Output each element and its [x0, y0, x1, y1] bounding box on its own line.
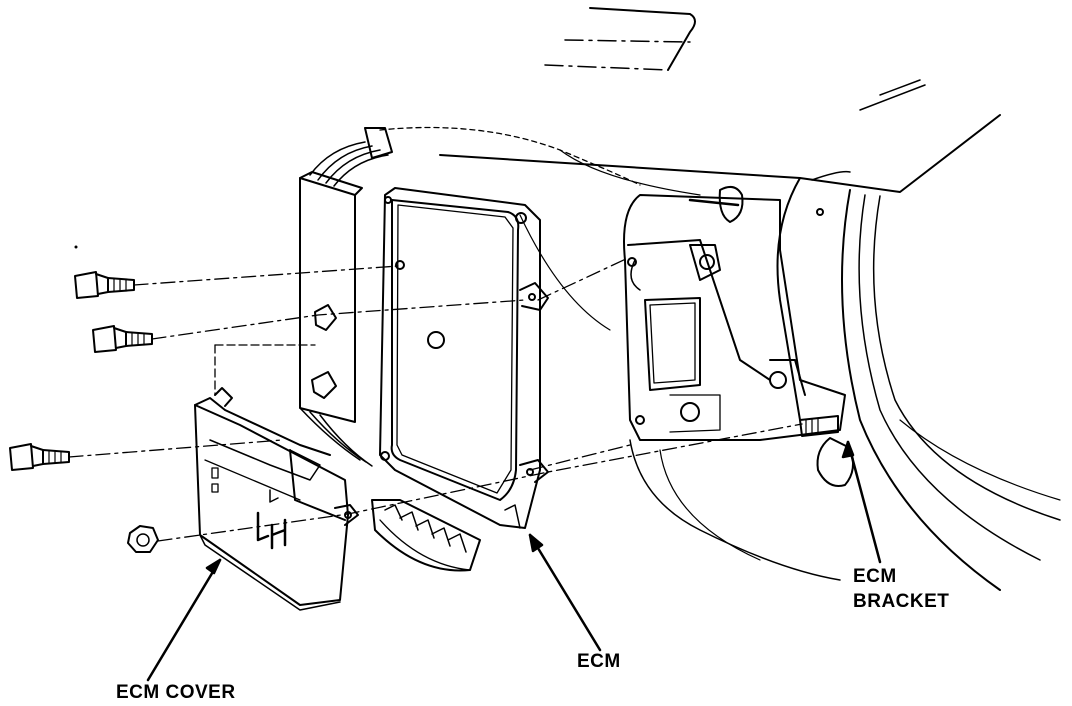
ecm-cover-drawing [195, 388, 358, 610]
ecm-cover-label: ECM COVER [116, 682, 236, 703]
harness-connector-drawing [300, 128, 480, 571]
arrow-ecm [530, 535, 600, 650]
bolt-lower [10, 444, 69, 470]
ecm-label: ECM [577, 651, 621, 672]
dashboard-outline [380, 8, 1060, 590]
arrow-ecm-bracket [843, 442, 880, 562]
nut [128, 526, 158, 552]
ecm-bracket-label-line2: BRACKET [853, 591, 950, 612]
alignment-lines [69, 258, 802, 541]
ecm-bracket-label-line1: ECM [853, 566, 897, 587]
bolt-top [75, 272, 134, 298]
alignment-bracket-lines [215, 345, 315, 395]
ecm-bracket-drawing [624, 187, 853, 486]
bolt-middle [93, 326, 152, 352]
arrow-ecm-cover [148, 560, 220, 680]
